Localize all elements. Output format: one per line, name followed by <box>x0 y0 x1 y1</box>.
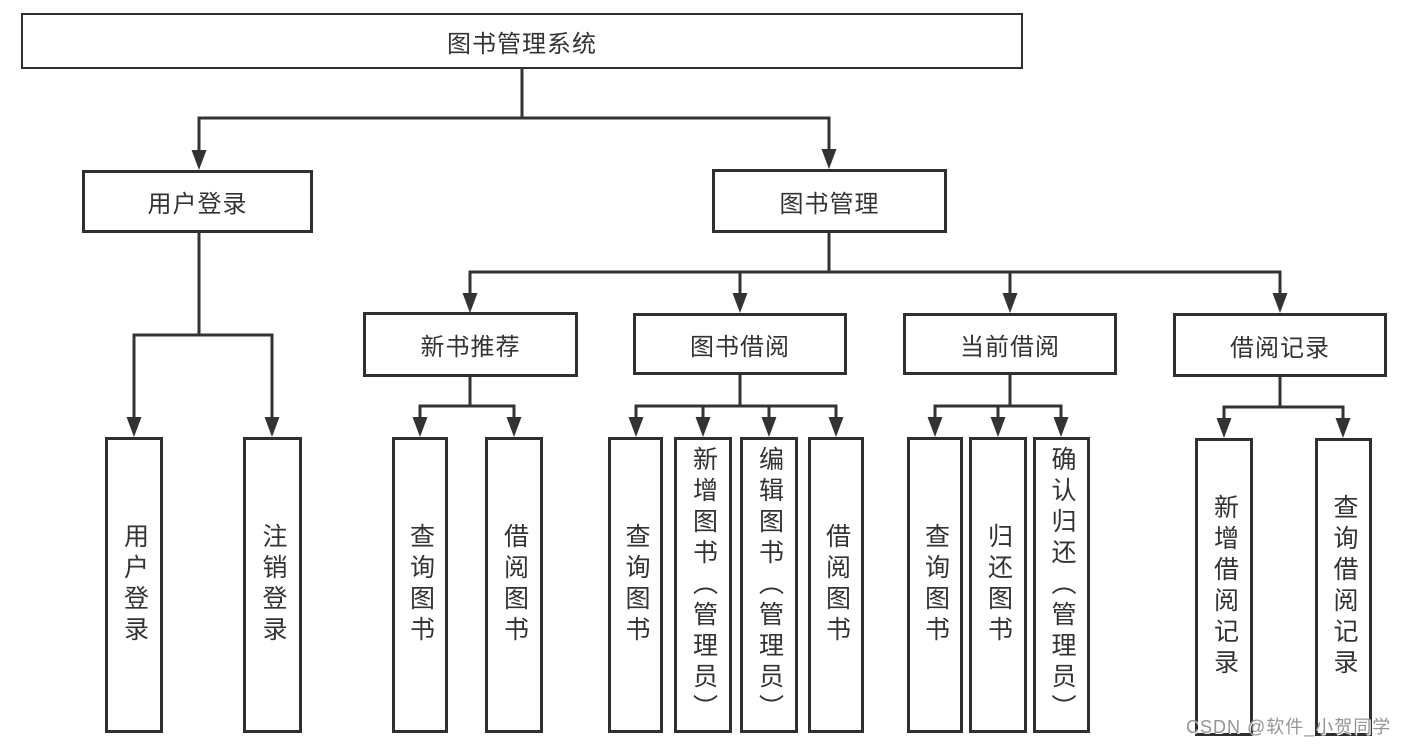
node-label: 编辑图书（管理员） <box>755 445 784 725</box>
node-label: 当前借阅 <box>960 333 1060 361</box>
node-label: 新书推荐 <box>420 334 521 361</box>
node-label: 新增图书（管理员） <box>689 445 718 725</box>
node-label: 借阅图书 <box>822 523 851 647</box>
leaf-confirm-return-admin: 确认归还（管理员） <box>1033 437 1090 733</box>
leaf-borrow-books-1: 借阅图书 <box>485 437 543 733</box>
node-book-borrow: 图书借阅 <box>633 313 847 375</box>
node-label: 确认归还（管理员） <box>1048 445 1076 725</box>
node-new-book-recommend: 新书推荐 <box>363 312 578 377</box>
node-label: 借阅记录 <box>1230 334 1330 362</box>
node-label: 查询图书 <box>406 523 435 647</box>
leaf-logout: 注销登录 <box>243 437 302 733</box>
leaf-query-books-2: 查询图书 <box>608 437 663 733</box>
node-label: 查询图书 <box>622 523 650 647</box>
node-borrow-records: 借阅记录 <box>1173 313 1387 377</box>
node-label: 图书管理 <box>779 190 880 218</box>
node-label: 用户登录 <box>120 523 149 647</box>
node-label: 图书借阅 <box>690 333 790 361</box>
node-label: 图书管理系统 <box>447 30 597 58</box>
node-current-borrow: 当前借阅 <box>903 313 1117 375</box>
leaf-query-books-3: 查询图书 <box>907 437 963 733</box>
node-label: 归还图书 <box>984 523 1013 647</box>
leaf-query-books-1: 查询图书 <box>392 437 448 733</box>
node-label: 查询图书 <box>921 523 950 647</box>
node-root-library-system: 图书管理系统 <box>21 13 1023 69</box>
node-label: 查询借阅记录 <box>1330 494 1358 680</box>
node-label: 用户登录 <box>147 191 248 218</box>
node-label: 新增借阅记录 <box>1210 494 1239 680</box>
node-book-management: 图书管理 <box>712 169 947 233</box>
leaf-borrow-books-2: 借阅图书 <box>808 437 864 733</box>
node-label: 注销登录 <box>259 523 287 647</box>
leaf-add-books-admin: 新增图书（管理员） <box>674 437 732 733</box>
csdn-watermark: CSDN @软件_小贺同学 <box>1186 717 1392 737</box>
leaf-edit-books-admin: 编辑图书（管理员） <box>740 437 798 733</box>
leaf-user-login: 用户登录 <box>105 437 163 733</box>
leaf-add-borrow-record: 新增借阅记录 <box>1195 438 1253 736</box>
node-user-login: 用户登录 <box>82 170 313 233</box>
leaf-return-books: 归还图书 <box>969 437 1027 733</box>
arrowheads <box>126 149 1351 438</box>
leaf-query-borrow-record: 查询借阅记录 <box>1315 438 1372 736</box>
node-label: 借阅图书 <box>500 523 529 647</box>
